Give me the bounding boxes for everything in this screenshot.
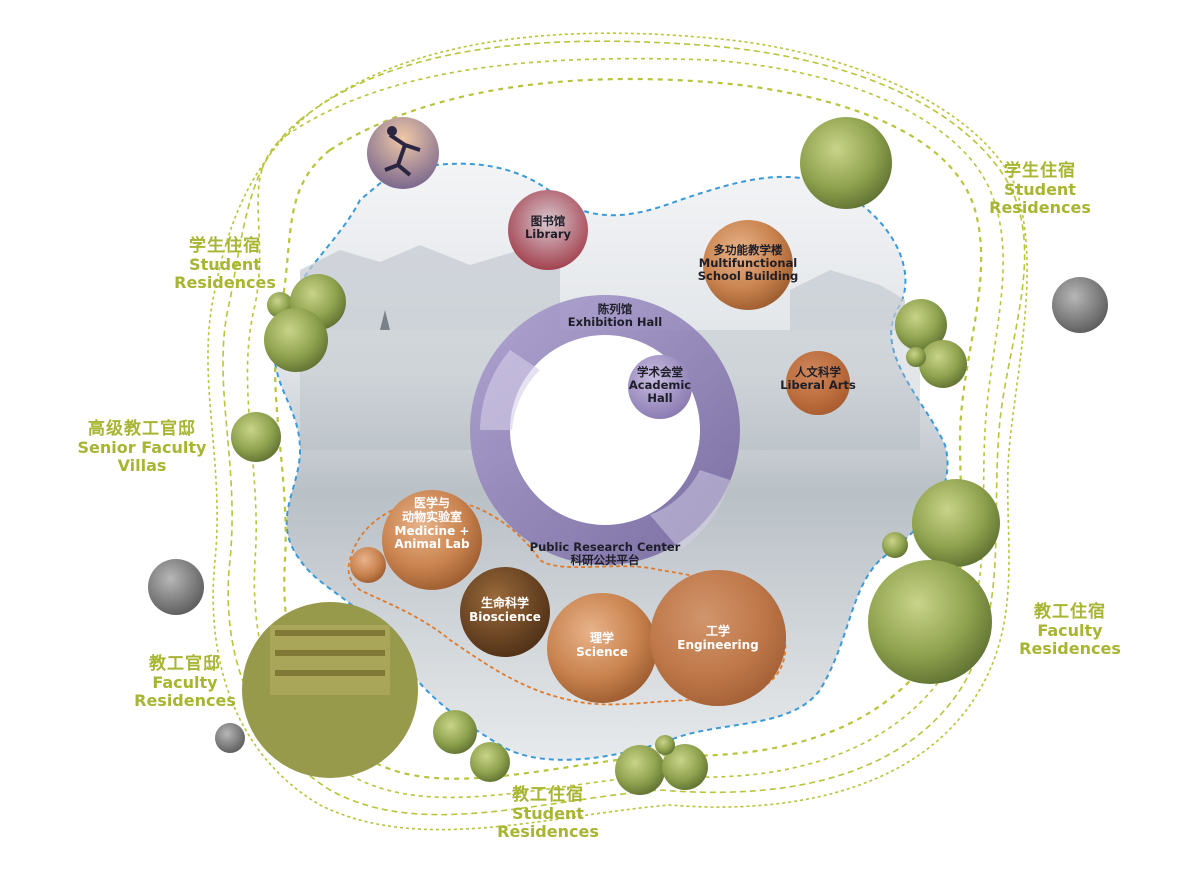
label-faculty-residences-left: 教工官邸 Faculty Residences xyxy=(130,654,240,710)
outer-contours xyxy=(207,32,1028,831)
label-en: Animal Lab xyxy=(394,537,470,552)
label-en: Villas xyxy=(117,455,167,475)
label-zh: 陈列馆 xyxy=(597,302,633,316)
label-en: Liberal Arts xyxy=(780,378,856,393)
student-residence-circle-top-right xyxy=(800,117,892,209)
label-en: Faculty xyxy=(1037,621,1103,641)
label-en: Student xyxy=(189,255,261,275)
label-en: Engineering xyxy=(677,637,759,652)
label-en: Exhibition Hall xyxy=(567,315,663,330)
engineering-circle[interactable] xyxy=(650,570,786,706)
label-zh: 人文科学 xyxy=(795,365,841,379)
multifunctional-circle[interactable] xyxy=(703,220,793,310)
faculty-residence-circle-right xyxy=(868,479,1000,684)
label-en: Hall xyxy=(647,391,673,406)
science-circle[interactable] xyxy=(547,593,657,703)
label-en: Multifunctional xyxy=(698,256,798,271)
label-zh: 学生住宿 xyxy=(1004,161,1076,181)
label-en: Science xyxy=(576,644,628,659)
label-staff-student-residences-bottom: 教工住宿 Student Residences xyxy=(493,785,603,841)
grey-circle-right xyxy=(1052,277,1108,333)
label-zh: 动物实验室 xyxy=(401,509,462,524)
bottom-residence-circles xyxy=(433,710,708,795)
label-en: Library xyxy=(524,227,572,242)
label-student-residences-top-right: 学生住宿 Student Residences xyxy=(985,161,1095,217)
label-en: Academic xyxy=(628,378,692,393)
label-en: Residences xyxy=(174,272,276,292)
label-en: Student xyxy=(512,804,584,824)
label-senior-faculty-villas: 高级教工官邸 Senior Faculty Villas xyxy=(72,419,212,475)
label-en: Medicine + xyxy=(394,523,470,538)
label-en: Residences xyxy=(1019,638,1121,658)
label-zh: 多功能教学楼 xyxy=(713,243,783,257)
grey-circle-left xyxy=(148,559,204,615)
label-zh: 理学 xyxy=(589,631,614,645)
label-bioscience: 生命科学 Bioscience xyxy=(460,596,550,625)
label-en: Student xyxy=(1004,180,1076,200)
small-lab-circle xyxy=(350,547,386,583)
academic-hall-circle[interactable] xyxy=(628,355,692,419)
bioscience-circle[interactable] xyxy=(460,567,550,657)
research-ring xyxy=(470,295,740,565)
label-en: Public Research Center xyxy=(529,540,681,554)
label-zh: 工学 xyxy=(705,624,730,638)
label-en: School Building xyxy=(697,269,799,284)
label-zh: 教工住宿 xyxy=(512,785,584,805)
label-academic-hall: 学术会堂 Academic Hall xyxy=(625,365,695,406)
label-zh: 教工住宿 xyxy=(1034,602,1106,622)
label-science: 理学 Science xyxy=(567,631,637,660)
label-en: Residences xyxy=(989,197,1091,217)
label-public-research-center: Public Research Center 科研公共平台 xyxy=(520,540,690,568)
label-zh: 科研公共平台 xyxy=(570,553,640,568)
liberal-arts-circle[interactable] xyxy=(786,351,850,415)
medicine-lab-circle[interactable] xyxy=(382,490,482,590)
label-zh: 教工官邸 xyxy=(149,654,221,674)
label-zh: 医学与 xyxy=(413,496,450,510)
label-exhibition-hall: 陈列馆 Exhibition Hall xyxy=(555,302,675,330)
athlete-circle xyxy=(367,117,439,189)
label-en: Residences xyxy=(134,690,236,710)
label-zh: 学术会堂 xyxy=(637,365,683,379)
label-multifunctional: 多功能教学楼 Multifunctional School Building xyxy=(688,243,808,284)
senior-villa-circle xyxy=(231,412,281,462)
label-en: Senior Faculty xyxy=(77,438,207,458)
science-cluster-outline xyxy=(347,499,787,706)
label-library: 图书馆 Library xyxy=(508,214,588,242)
right-residence-circles xyxy=(895,299,967,388)
library-circle[interactable] xyxy=(508,190,588,270)
label-zh: 生命科学 xyxy=(480,596,529,610)
label-zh: 高级教工官邸 xyxy=(88,419,196,439)
label-en: Residences xyxy=(497,821,599,841)
label-engineering: 工学 Engineering xyxy=(668,624,768,653)
faculty-residence-circle-left xyxy=(242,602,418,778)
student-residence-circle-left-small xyxy=(264,274,346,372)
label-zh: 学生住宿 xyxy=(189,236,261,256)
label-liberal-arts: 人文科学 Liberal Arts xyxy=(775,365,861,393)
label-en: Faculty xyxy=(152,673,218,693)
label-zh: 图书馆 xyxy=(530,214,566,228)
label-student-residences-left: 学生住宿 Student Residences xyxy=(170,236,280,292)
label-faculty-residences-right: 教工住宿 Faculty Residences xyxy=(1015,602,1125,658)
label-medicine-lab: 医学与 动物实验室 Medicine + Animal Lab xyxy=(382,496,482,552)
label-en: Bioscience xyxy=(469,609,541,624)
small-grey-circle-bottom-left xyxy=(215,723,245,753)
